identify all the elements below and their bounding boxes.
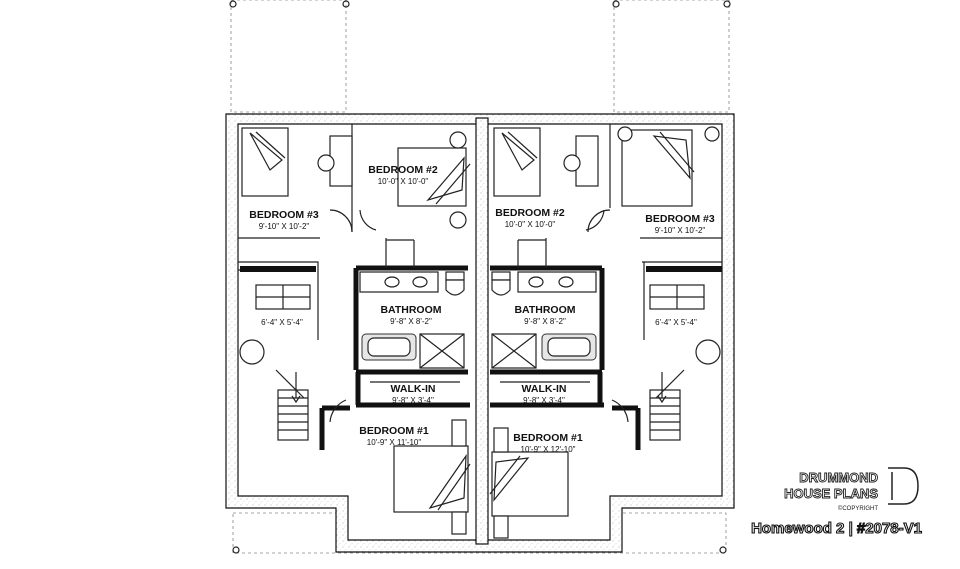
- brand-line2: HOUSE PLANS: [784, 486, 878, 501]
- closet-dim-right: 6'-4" X 5'-4": [655, 318, 697, 327]
- bedroom3-dim-left: 9'-10" X 10'-2": [259, 222, 310, 231]
- walkin-dim-left: 9'-8" X 3'-4": [392, 396, 434, 405]
- bathroom-name-right: BATHROOM: [514, 304, 575, 316]
- labels-left: BEDROOM #2 10'-0" X 10'-0" BEDROOM #3 9'…: [249, 164, 441, 447]
- bed-bedroom1-left: [393, 445, 471, 513]
- bedroom1-dim-left: 10'-9" X 11'-10": [367, 438, 422, 447]
- exterior-walls: [225, 113, 735, 553]
- bedroom2-name-left: BEDROOM #2: [368, 164, 438, 176]
- walkin-dim-right: 9'-8" X 3'-4": [523, 396, 565, 405]
- brand-copyright: ©COPYRIGHT: [838, 505, 878, 512]
- left-unit: [238, 124, 471, 535]
- walkin-name-right: WALK-IN: [522, 383, 567, 395]
- top-deck-left: [229, 0, 350, 113]
- stair-left: [275, 369, 309, 441]
- top-deck-right: [612, 0, 731, 113]
- bedroom3-name-right: BEDROOM #3: [645, 213, 715, 225]
- bedroom1-name-left: BEDROOM #1: [359, 425, 429, 437]
- bedroom3-name-left: BEDROOM #3: [249, 209, 319, 221]
- bathroom-name-left: BATHROOM: [380, 304, 441, 316]
- bed-bedroom2-right: [493, 127, 541, 197]
- brand-line1: DRUMMOND: [799, 470, 878, 485]
- closet-dim-left: 6'-4" X 5'-4": [261, 318, 303, 327]
- stair-right: [649, 369, 685, 441]
- bedroom2-dim-left: 10'-0" X 10'-0": [378, 177, 429, 186]
- bathroom-dim-right: 9'-8" X 8'-2": [524, 317, 566, 326]
- bed-bedroom1-right: [489, 451, 569, 517]
- bedroom1-dim-right: 10'-9" X 12'-10": [521, 445, 576, 454]
- walkin-name-left: WALK-IN: [391, 383, 436, 395]
- bathroom-dim-left: 9'-8" X 8'-2": [390, 317, 432, 326]
- bed-bedroom3-right: [621, 129, 695, 207]
- right-unit: [489, 124, 722, 539]
- bed-bedroom2-left: [397, 147, 471, 207]
- plan-caption: Homewood 2 | #2078-V1: [751, 520, 922, 537]
- bed-bedroom3-left: [241, 127, 289, 197]
- bedroom2-dim-right: 10'-0" X 10'-0": [505, 220, 556, 229]
- bedroom3-dim-right: 9'-10" X 10'-2": [655, 226, 706, 235]
- brand-d-mark-icon: [888, 467, 919, 505]
- bedroom2-name-right: BEDROOM #2: [495, 207, 565, 219]
- brand-logo: DRUMMOND HOUSE PLANS ©COPYRIGHT: [784, 467, 919, 512]
- bedroom1-name-right: BEDROOM #1: [513, 432, 583, 444]
- labels-right: BEDROOM #2 10'-0" X 10'-0" BEDROOM #3 9'…: [495, 207, 715, 454]
